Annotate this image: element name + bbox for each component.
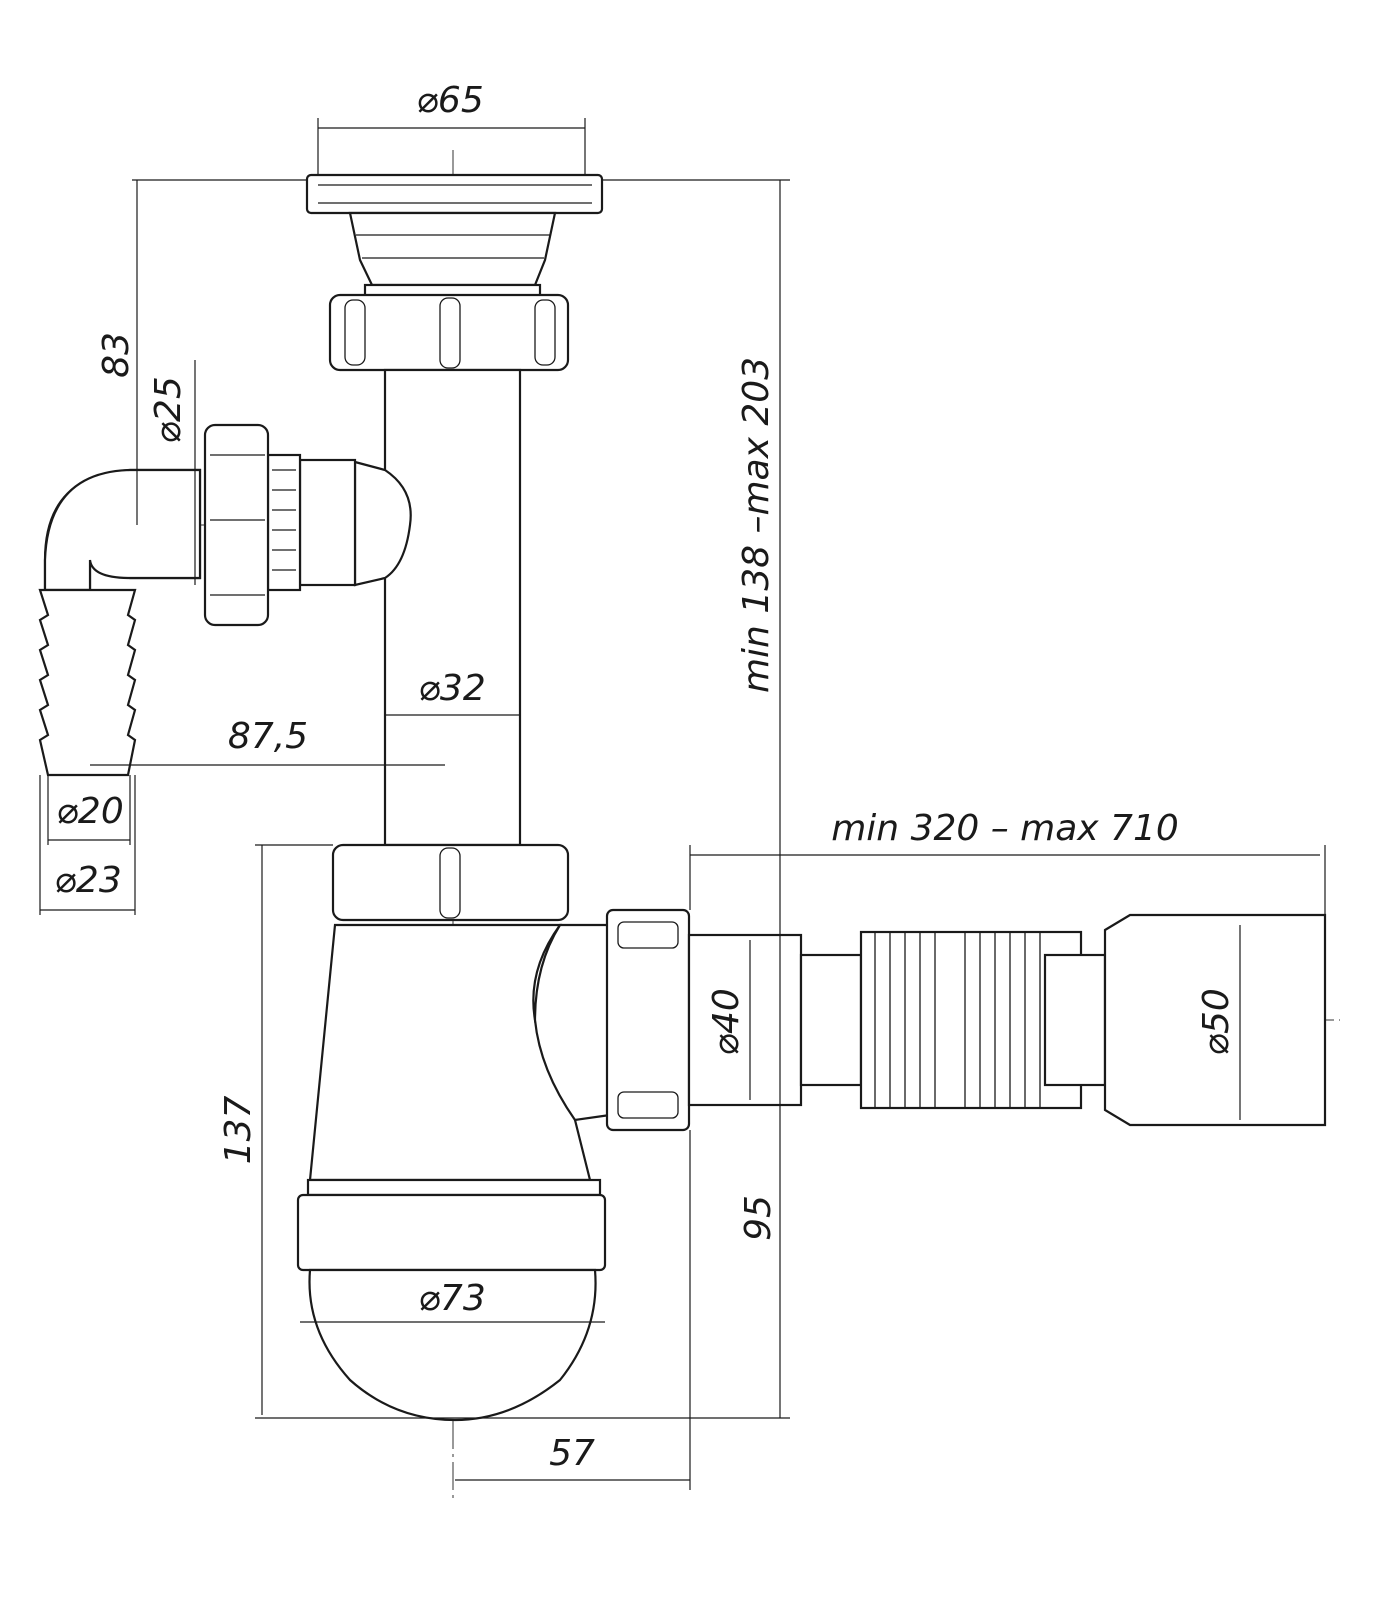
label-end-diameter: ⌀50 xyxy=(1196,988,1237,1055)
outlet-reducer xyxy=(799,953,863,1087)
dimension-lines xyxy=(39,118,1326,1490)
side-branch-fitting xyxy=(43,423,412,627)
label-outlet-height: 95 xyxy=(738,1195,779,1241)
label-branch-diameter: ⌀25 xyxy=(148,376,189,443)
label-hose-outer-diameter: ⌀23 xyxy=(54,860,121,901)
vertical-pipe xyxy=(383,368,522,847)
outlet-nut xyxy=(605,908,691,1132)
label-hose-inner-diameter: ⌀20 xyxy=(56,791,123,832)
lower-nut xyxy=(331,843,570,922)
corrugated-hose xyxy=(859,930,1107,1110)
label-flange-diameter: ⌀65 xyxy=(416,80,483,121)
label-outlet-offset: 57 xyxy=(549,1433,595,1474)
label-outlet-length: min 320 – max 710 xyxy=(831,808,1179,849)
bottle-trap-body xyxy=(296,923,612,1422)
label-pipe-diameter: ⌀32 xyxy=(418,668,485,709)
label-bottle-height: 137 xyxy=(218,1096,259,1165)
label-total-height: min 138 –max 203 xyxy=(736,357,777,693)
top-flange xyxy=(305,173,604,299)
label-bottle-diameter: ⌀73 xyxy=(418,1278,485,1319)
hose-connector xyxy=(38,588,137,777)
label-outlet-diameter: ⌀40 xyxy=(706,988,747,1055)
label-branch-offset: 87,5 xyxy=(228,716,308,757)
upper-nut xyxy=(328,293,570,372)
label-branch-height: 83 xyxy=(96,332,137,378)
outlet-pipe xyxy=(687,933,803,1107)
outlet-end-sleeve xyxy=(1103,913,1327,1127)
